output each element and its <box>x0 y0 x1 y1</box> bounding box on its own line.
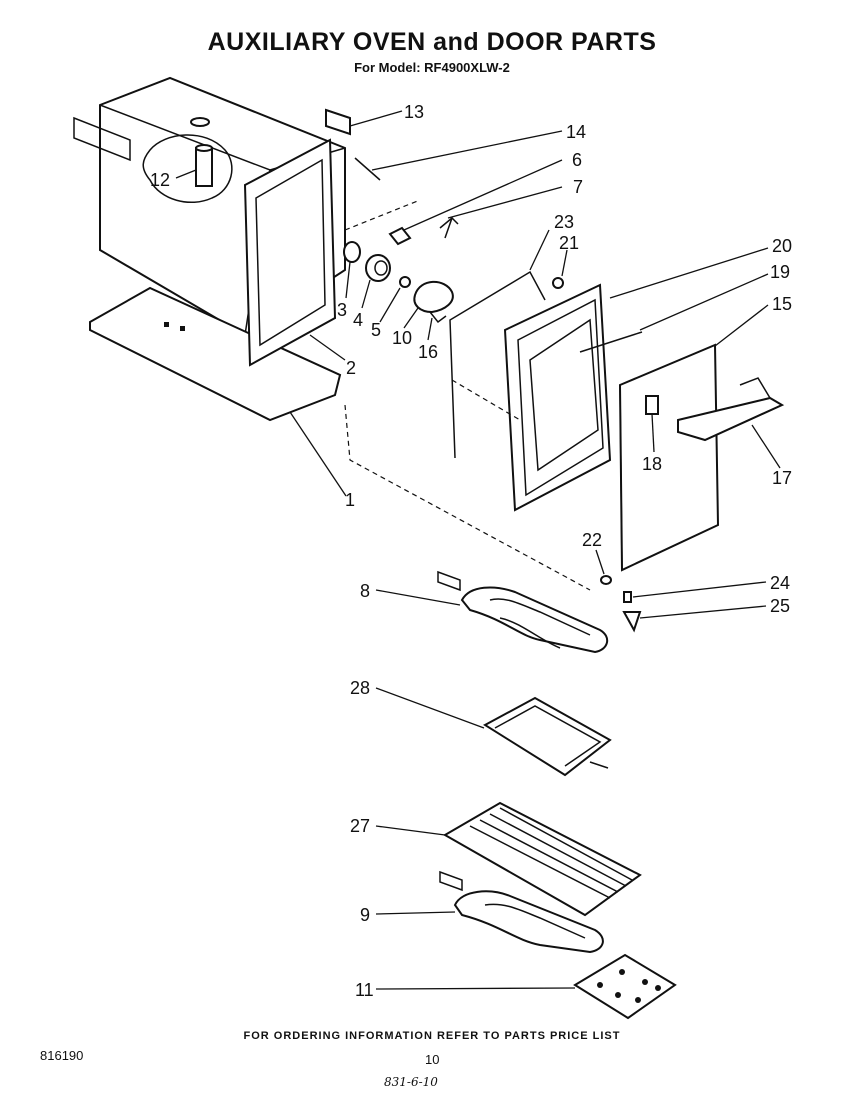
callout-3: 3 <box>337 300 347 320</box>
callout-13: 13 <box>404 102 424 122</box>
callout-28: 28 <box>350 678 370 698</box>
ordering-note: FOR ORDERING INFORMATION REFER TO PARTS … <box>243 1030 621 1042</box>
model-subtitle: For Model: RF4900XLW-2 <box>354 60 510 75</box>
callout-4: 4 <box>353 310 363 330</box>
callout-11: 11 <box>355 980 374 1000</box>
callout-12: 12 <box>150 170 170 190</box>
callout-23: 23 <box>554 212 574 232</box>
gasket-frame-part <box>243 138 337 367</box>
document-number: 816190 <box>40 1048 84 1063</box>
handwritten-note: 831-6-10 <box>384 1075 438 1089</box>
leader-lines <box>175 110 781 990</box>
callout-9: 9 <box>360 905 370 925</box>
callout-14: 14 <box>566 122 586 142</box>
outer-door-panel-part <box>618 343 785 572</box>
callout-19: 19 <box>770 262 790 282</box>
bottom-cover-part <box>573 953 677 1020</box>
broil-element-part <box>437 570 609 654</box>
callout-24: 24 <box>770 573 790 593</box>
callout-10: 10 <box>392 328 412 348</box>
callout-21: 21 <box>559 233 579 253</box>
callout-8: 8 <box>360 581 370 601</box>
page-title: AUXILIARY OVEN and DOOR PARTS <box>207 28 657 56</box>
callout-5: 5 <box>371 320 381 340</box>
callout-20: 20 <box>772 236 792 256</box>
callout-27: 27 <box>350 816 370 836</box>
callout-labels: 13 14 6 7 12 23 21 20 19 15 3 4 5 10 16 … <box>150 102 792 1000</box>
callout-16: 16 <box>418 342 438 362</box>
oven-rack-part <box>442 801 642 917</box>
callout-18: 18 <box>642 454 662 474</box>
callout-25: 25 <box>770 596 790 616</box>
callout-17: 17 <box>772 468 792 488</box>
fan-assembly-parts <box>325 108 459 324</box>
callout-6: 6 <box>572 150 582 170</box>
callout-1: 1 <box>345 490 355 510</box>
callout-7: 7 <box>573 177 583 197</box>
callout-2: 2 <box>346 358 356 378</box>
door-inner-frame-part <box>449 270 643 512</box>
callout-15: 15 <box>772 294 792 314</box>
door-hinge-parts <box>600 575 642 633</box>
broiler-pan-part <box>483 696 612 777</box>
page-number: 10 <box>425 1052 440 1067</box>
bake-element-part <box>439 870 604 954</box>
callout-22: 22 <box>582 530 602 550</box>
